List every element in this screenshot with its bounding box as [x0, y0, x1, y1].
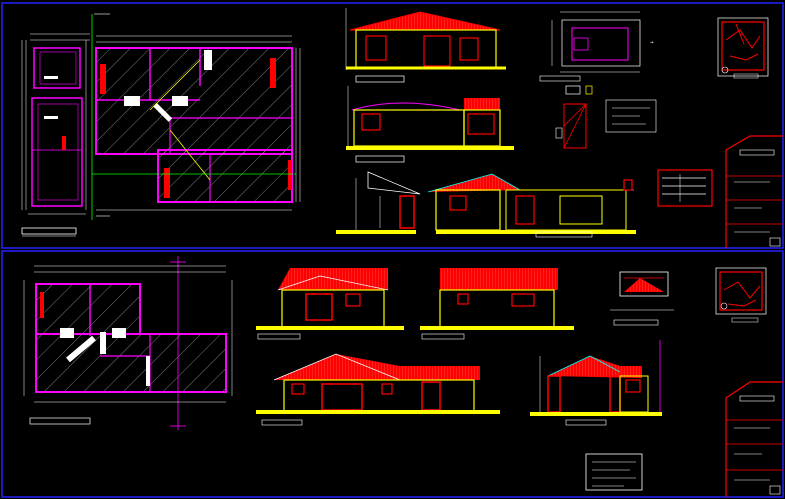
location-map-2 [715, 267, 767, 323]
detail-2 [610, 271, 674, 326]
front-elevation-1 [345, 8, 506, 83]
sheet-1-frame [1, 2, 784, 249]
title-block-2 [725, 381, 783, 497]
section-1 [336, 171, 636, 238]
location-map-1 [717, 17, 769, 79]
floor-plan-1-small [21, 33, 90, 237]
side-elevation-1 [346, 86, 514, 163]
elevation-2c [256, 353, 500, 426]
section-2 [530, 340, 662, 426]
floor-plan-1-main [91, 13, 301, 220]
legend-table-1 [657, 169, 713, 207]
title-block-1 [725, 135, 783, 248]
notes-box-2 [585, 453, 643, 491]
elevation-2a [256, 268, 404, 340]
elevation-2b [420, 268, 574, 340]
site-plan-1: → [539, 11, 657, 149]
floor-plan-2 [23, 256, 233, 430]
sheet-2-frame [1, 250, 784, 498]
svg-text:→: → [650, 39, 654, 46]
